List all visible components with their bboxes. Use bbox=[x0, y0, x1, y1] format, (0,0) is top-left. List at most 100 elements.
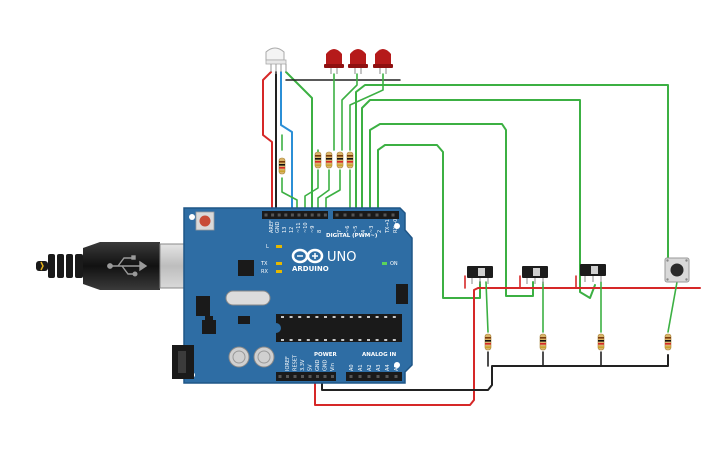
wire-green-button-3[interactable] bbox=[361, 99, 596, 299]
resistor-d[interactable] bbox=[346, 151, 354, 169]
analog-pin-label: A1 bbox=[358, 364, 364, 371]
wire-led3[interactable] bbox=[349, 73, 384, 151]
power-pin-label: IOREF bbox=[285, 356, 291, 371]
digital-header-hole[interactable] bbox=[304, 213, 308, 217]
analog-header-hole[interactable] bbox=[349, 375, 353, 378]
digital-header-hole[interactable] bbox=[277, 213, 281, 217]
digital-pin-label: 13 bbox=[282, 227, 288, 233]
digital-header-hole[interactable] bbox=[351, 213, 355, 217]
wire-green-rgb[interactable] bbox=[285, 71, 313, 211]
power-header-hole[interactable] bbox=[286, 375, 289, 378]
resistor-pulldown-2[interactable] bbox=[539, 333, 547, 351]
dc-power-jack[interactable] bbox=[172, 345, 194, 379]
red-led-3[interactable] bbox=[373, 49, 393, 74]
digital-pin-label: GND bbox=[275, 221, 281, 233]
digital-header-hole[interactable] bbox=[367, 213, 371, 217]
chip-pin bbox=[281, 316, 284, 318]
power-header-hole[interactable] bbox=[316, 375, 319, 378]
digital-header-hole[interactable] bbox=[290, 213, 294, 217]
chip-pin bbox=[358, 339, 362, 341]
red-led-2[interactable] bbox=[348, 49, 368, 74]
analog-header-hole[interactable] bbox=[367, 375, 371, 378]
digital-header-hole[interactable] bbox=[323, 213, 327, 217]
header-holes bbox=[264, 213, 398, 378]
wire-led2[interactable] bbox=[341, 73, 358, 151]
chip-pin bbox=[324, 316, 327, 318]
slide-switch-3[interactable] bbox=[580, 264, 606, 282]
digital-header-right bbox=[333, 211, 399, 219]
chip-pin bbox=[306, 339, 310, 341]
chip-pin bbox=[281, 339, 284, 341]
digital-header-hole[interactable] bbox=[317, 213, 321, 217]
wire-red-rgb[interactable] bbox=[262, 71, 273, 211]
chip-pin bbox=[375, 316, 379, 318]
digital-header-hole[interactable] bbox=[375, 213, 379, 217]
resistor-pulldown-3[interactable] bbox=[597, 333, 605, 351]
atmega-socket-pins bbox=[281, 316, 396, 341]
wire-green-button-2[interactable] bbox=[369, 123, 534, 297]
power-header-hole[interactable] bbox=[293, 375, 297, 378]
wires bbox=[262, 71, 701, 406]
led-l-label: L bbox=[266, 244, 269, 250]
chip-pin bbox=[392, 339, 396, 341]
wire-black-gnd-rail[interactable] bbox=[321, 354, 669, 391]
digital-pin-label: ~10 bbox=[303, 222, 309, 233]
chip-pin bbox=[349, 316, 353, 318]
digital-header-hole[interactable] bbox=[310, 213, 314, 217]
digital-header-hole[interactable] bbox=[297, 213, 301, 217]
digital-header-hole[interactable] bbox=[264, 213, 268, 217]
analog-header-hole[interactable] bbox=[394, 375, 398, 378]
analog-pin-label: A5 bbox=[394, 364, 400, 371]
analog-header-hole[interactable] bbox=[376, 375, 380, 378]
analog-header-hole[interactable] bbox=[358, 375, 362, 378]
power-header-hole[interactable] bbox=[323, 375, 327, 378]
power-header bbox=[276, 372, 336, 381]
digital-header-hole[interactable] bbox=[383, 213, 387, 217]
wire-blue-rgb[interactable] bbox=[280, 71, 293, 211]
wire-red-5v-rail[interactable] bbox=[314, 287, 701, 406]
usb-controller-chip bbox=[238, 260, 254, 276]
resistor-b[interactable] bbox=[325, 151, 333, 169]
digital-header-hole[interactable] bbox=[284, 213, 288, 217]
resistor-a[interactable] bbox=[314, 151, 322, 169]
pushbutton[interactable] bbox=[664, 257, 690, 283]
arduino-uno-board[interactable]: L TX RX ON ARDUINO UNO DIGITAL (PWM~) PO… bbox=[172, 207, 413, 384]
chip-pin bbox=[341, 316, 345, 318]
chip-pin bbox=[315, 339, 319, 341]
chip-pin bbox=[289, 339, 293, 341]
resistor-pulldown-1[interactable] bbox=[484, 333, 492, 351]
chip-pin bbox=[367, 339, 370, 341]
digital-header-hole[interactable] bbox=[343, 213, 347, 217]
slide-switch-2[interactable] bbox=[522, 266, 548, 284]
chip-pin bbox=[367, 316, 370, 318]
power-header-hole[interactable] bbox=[308, 375, 312, 378]
resistor-c[interactable] bbox=[336, 151, 344, 169]
power-header-hole[interactable] bbox=[331, 375, 334, 378]
power-header-hole[interactable] bbox=[278, 375, 282, 378]
resistor-rgb[interactable] bbox=[278, 157, 286, 175]
red-led-1[interactable] bbox=[324, 49, 344, 74]
digital-header-hole[interactable] bbox=[335, 213, 339, 217]
digital-pin-label: AREF bbox=[269, 220, 275, 233]
analog-header-label: ANALOG IN bbox=[362, 352, 397, 358]
digital-header-hole[interactable] bbox=[391, 213, 395, 217]
resistor-pulldown-4[interactable] bbox=[664, 333, 672, 351]
analog-header-hole[interactable] bbox=[385, 375, 389, 378]
power-header-hole[interactable] bbox=[301, 375, 304, 378]
digital-pin-label: ~3 bbox=[369, 226, 375, 233]
chip-pin bbox=[384, 316, 388, 318]
digital-pin-label: 2 bbox=[377, 230, 383, 233]
reset-button[interactable] bbox=[195, 211, 215, 231]
digital-header-hole[interactable] bbox=[359, 213, 363, 217]
board-model: UNO bbox=[327, 250, 356, 265]
wire-green-button-4[interactable] bbox=[355, 84, 669, 263]
arduino-infinity-logo bbox=[291, 248, 324, 264]
digital-header-hole[interactable] bbox=[271, 213, 275, 217]
usb-cable[interactable] bbox=[36, 242, 195, 290]
digital-header-label: DIGITAL (PWM~) bbox=[326, 233, 378, 239]
rgb-led[interactable] bbox=[265, 47, 287, 74]
slide-switch-1[interactable] bbox=[467, 266, 493, 284]
